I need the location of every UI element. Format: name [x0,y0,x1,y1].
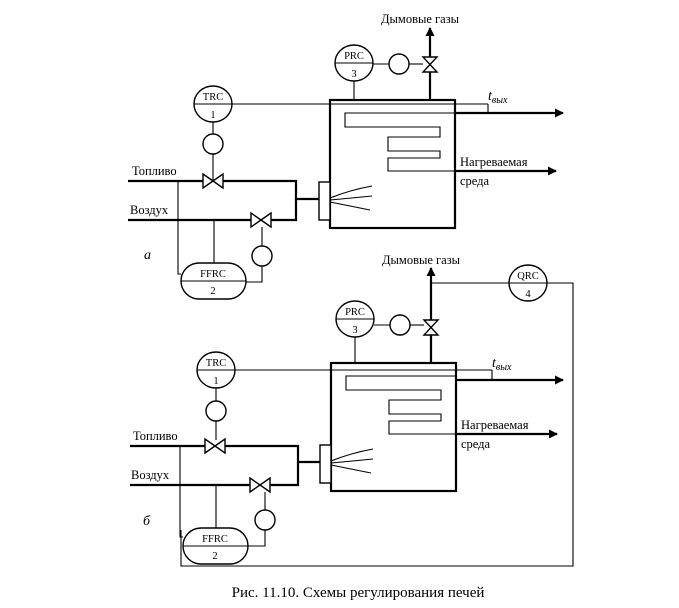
burner-b [319,444,332,484]
svg-text:Воздух: Воздух [131,468,170,482]
svg-text:Нагреваемая: Нагреваемая [461,418,529,432]
scheme-b: Дымовые газы QRC 4 PRC 3 tвых Нагреваема… [130,253,574,567]
coil-a [344,112,455,172]
coil-b [345,375,456,435]
svg-text:QRC: QRC [517,271,539,282]
fuel-valve-b [204,437,226,455]
ffrc-actuator-a [251,245,273,267]
ffrc-actuator-b [254,509,276,531]
air-valve-a [250,211,272,229]
furnace-b [329,361,458,493]
flame-a [329,185,373,211]
qrc-signal-line-b [180,282,574,567]
t-out-label-b: tвых [492,356,512,373]
scheme-a: Дымовые газы PRC 3 tвых Нагреваемая сред… [128,12,564,300]
burner-a [318,181,331,221]
air-valve-b [249,476,271,494]
trc-actuator-b [205,400,227,422]
svg-text:2: 2 [210,286,215,297]
svg-text:3: 3 [352,325,357,336]
svg-text:4: 4 [525,289,531,300]
svg-text:Топливо: Топливо [133,429,178,443]
flame-b [330,448,374,474]
prc-actuator-a [388,53,410,75]
fuel-valve-a [202,172,224,190]
furnace-a [328,98,457,230]
svg-text:PRC: PRC [345,307,365,318]
svg-text:2: 2 [212,551,217,562]
svg-text:PRC: PRC [344,51,364,62]
stack-valve-a [421,56,439,73]
svg-text:Нагреваемая: Нагреваемая [460,155,528,169]
svg-text:FFRC: FFRC [202,534,228,545]
scheme-letter-b: б [143,514,151,529]
flue-gas-label-b: Дымовые газы [382,253,461,267]
figure-caption: Рис. 11.10. Схемы регулирования печей [232,585,485,601]
svg-text:FFRC: FFRC [200,269,226,280]
svg-text:1: 1 [213,376,218,387]
svg-text:Топливо: Топливо [132,164,177,178]
svg-text:1: 1 [210,110,215,121]
flue-gas-label-a: Дымовые газы [381,12,460,26]
svg-text:TRC: TRC [203,92,223,103]
stack-valve-b [422,319,440,336]
t-out-label-a: tвых [488,89,508,106]
svg-text:Воздух: Воздух [130,203,169,217]
svg-text:среда: среда [461,437,491,451]
prc-actuator-b [389,314,411,336]
svg-text:среда: среда [460,174,490,188]
svg-text:3: 3 [351,69,356,80]
trc-actuator-a [202,133,224,155]
svg-text:TRC: TRC [206,358,226,369]
scheme-letter-a: а [144,248,151,263]
